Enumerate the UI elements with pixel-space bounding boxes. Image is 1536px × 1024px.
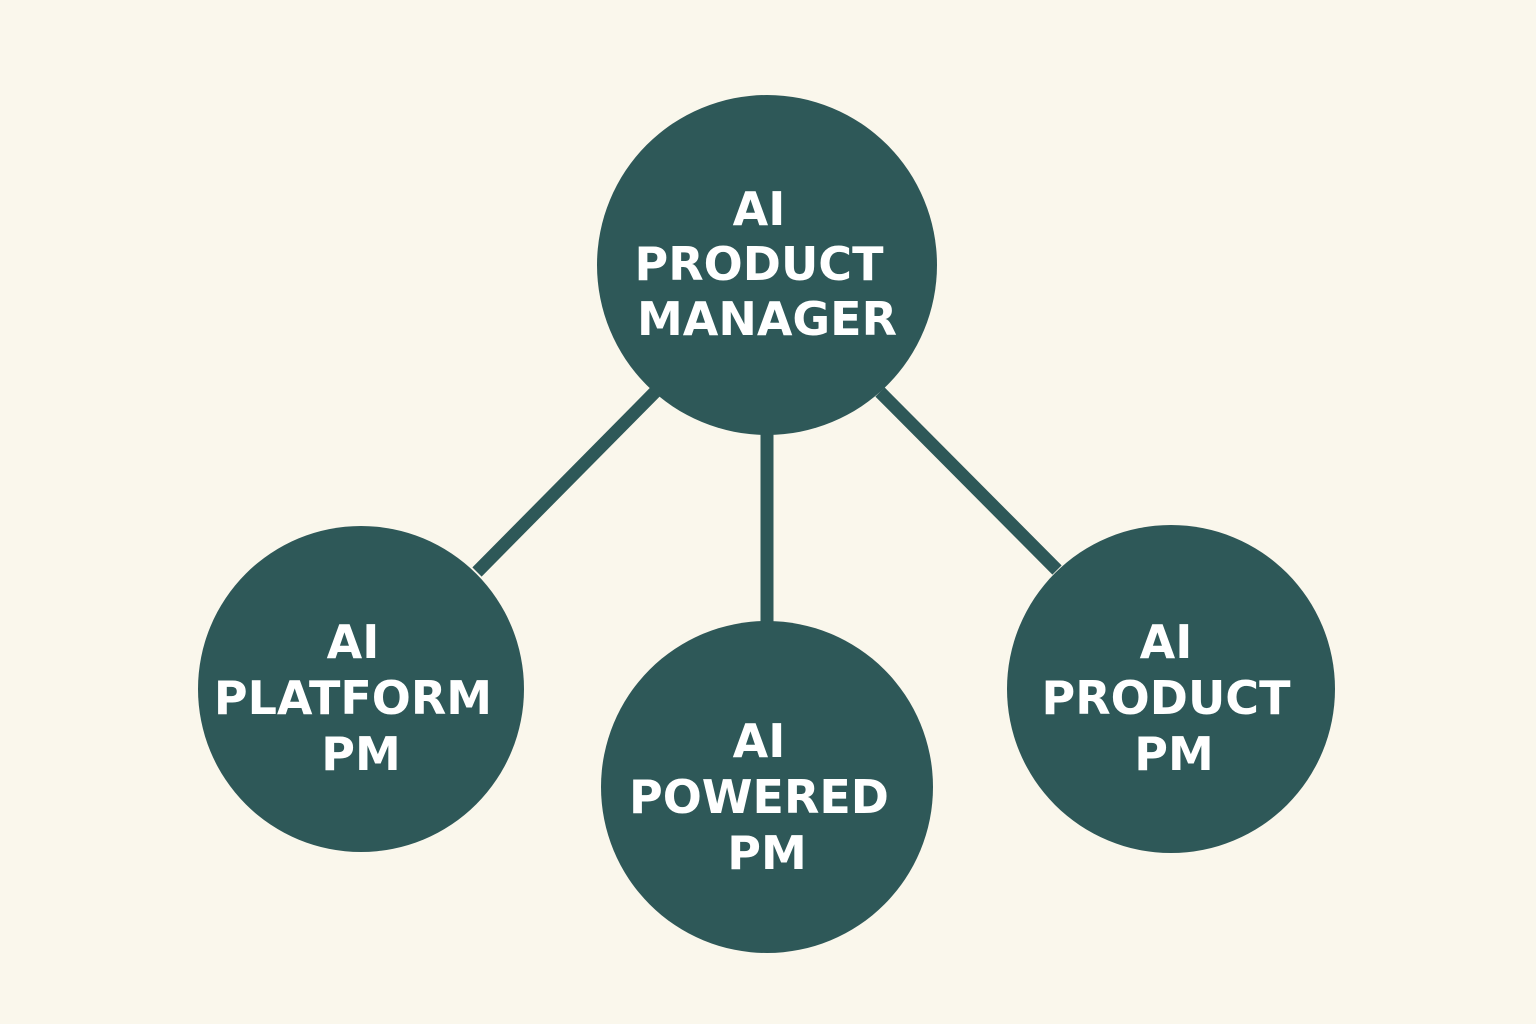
node-ai-product-pm[interactable]: AI PRODUCT PM: [1007, 525, 1335, 853]
node-circle: [597, 95, 937, 435]
node-circle: [1007, 525, 1335, 853]
node-ai-platform-pm[interactable]: AI PLATFORM PM: [198, 526, 524, 852]
node-label-line: PM: [321, 727, 401, 781]
connector-root-to-right: [875, 387, 1062, 575]
node-label-line: PM: [727, 826, 807, 880]
node-label-line: PRODUCT: [635, 237, 885, 291]
node-label-line: AI: [327, 615, 380, 669]
node-label-line: AI: [733, 182, 786, 236]
node-label-line: PM: [1134, 727, 1214, 781]
node-circle: [198, 526, 524, 852]
node-label: AI PRODUCT PM: [1042, 615, 1307, 781]
node-label-line: AI: [733, 714, 786, 768]
connector-root-to-left: [472, 387, 660, 577]
node-label: AI PRODUCT MANAGER: [635, 182, 900, 346]
node-label-line: PRODUCT: [1042, 671, 1292, 725]
node-label-line: PLATFORM: [214, 671, 492, 725]
node-ai-powered-pm[interactable]: AI POWERED PM: [601, 621, 933, 953]
node-label-line: MANAGER: [637, 292, 897, 346]
node-circle: [601, 621, 933, 953]
node-label: AI POWERED PM: [629, 714, 905, 880]
node-ai-product-manager[interactable]: AI PRODUCT MANAGER: [597, 95, 937, 435]
node-label-line: POWERED: [629, 770, 889, 824]
node-label: AI PLATFORM PM: [214, 615, 508, 781]
node-label-line: AI: [1140, 615, 1193, 669]
